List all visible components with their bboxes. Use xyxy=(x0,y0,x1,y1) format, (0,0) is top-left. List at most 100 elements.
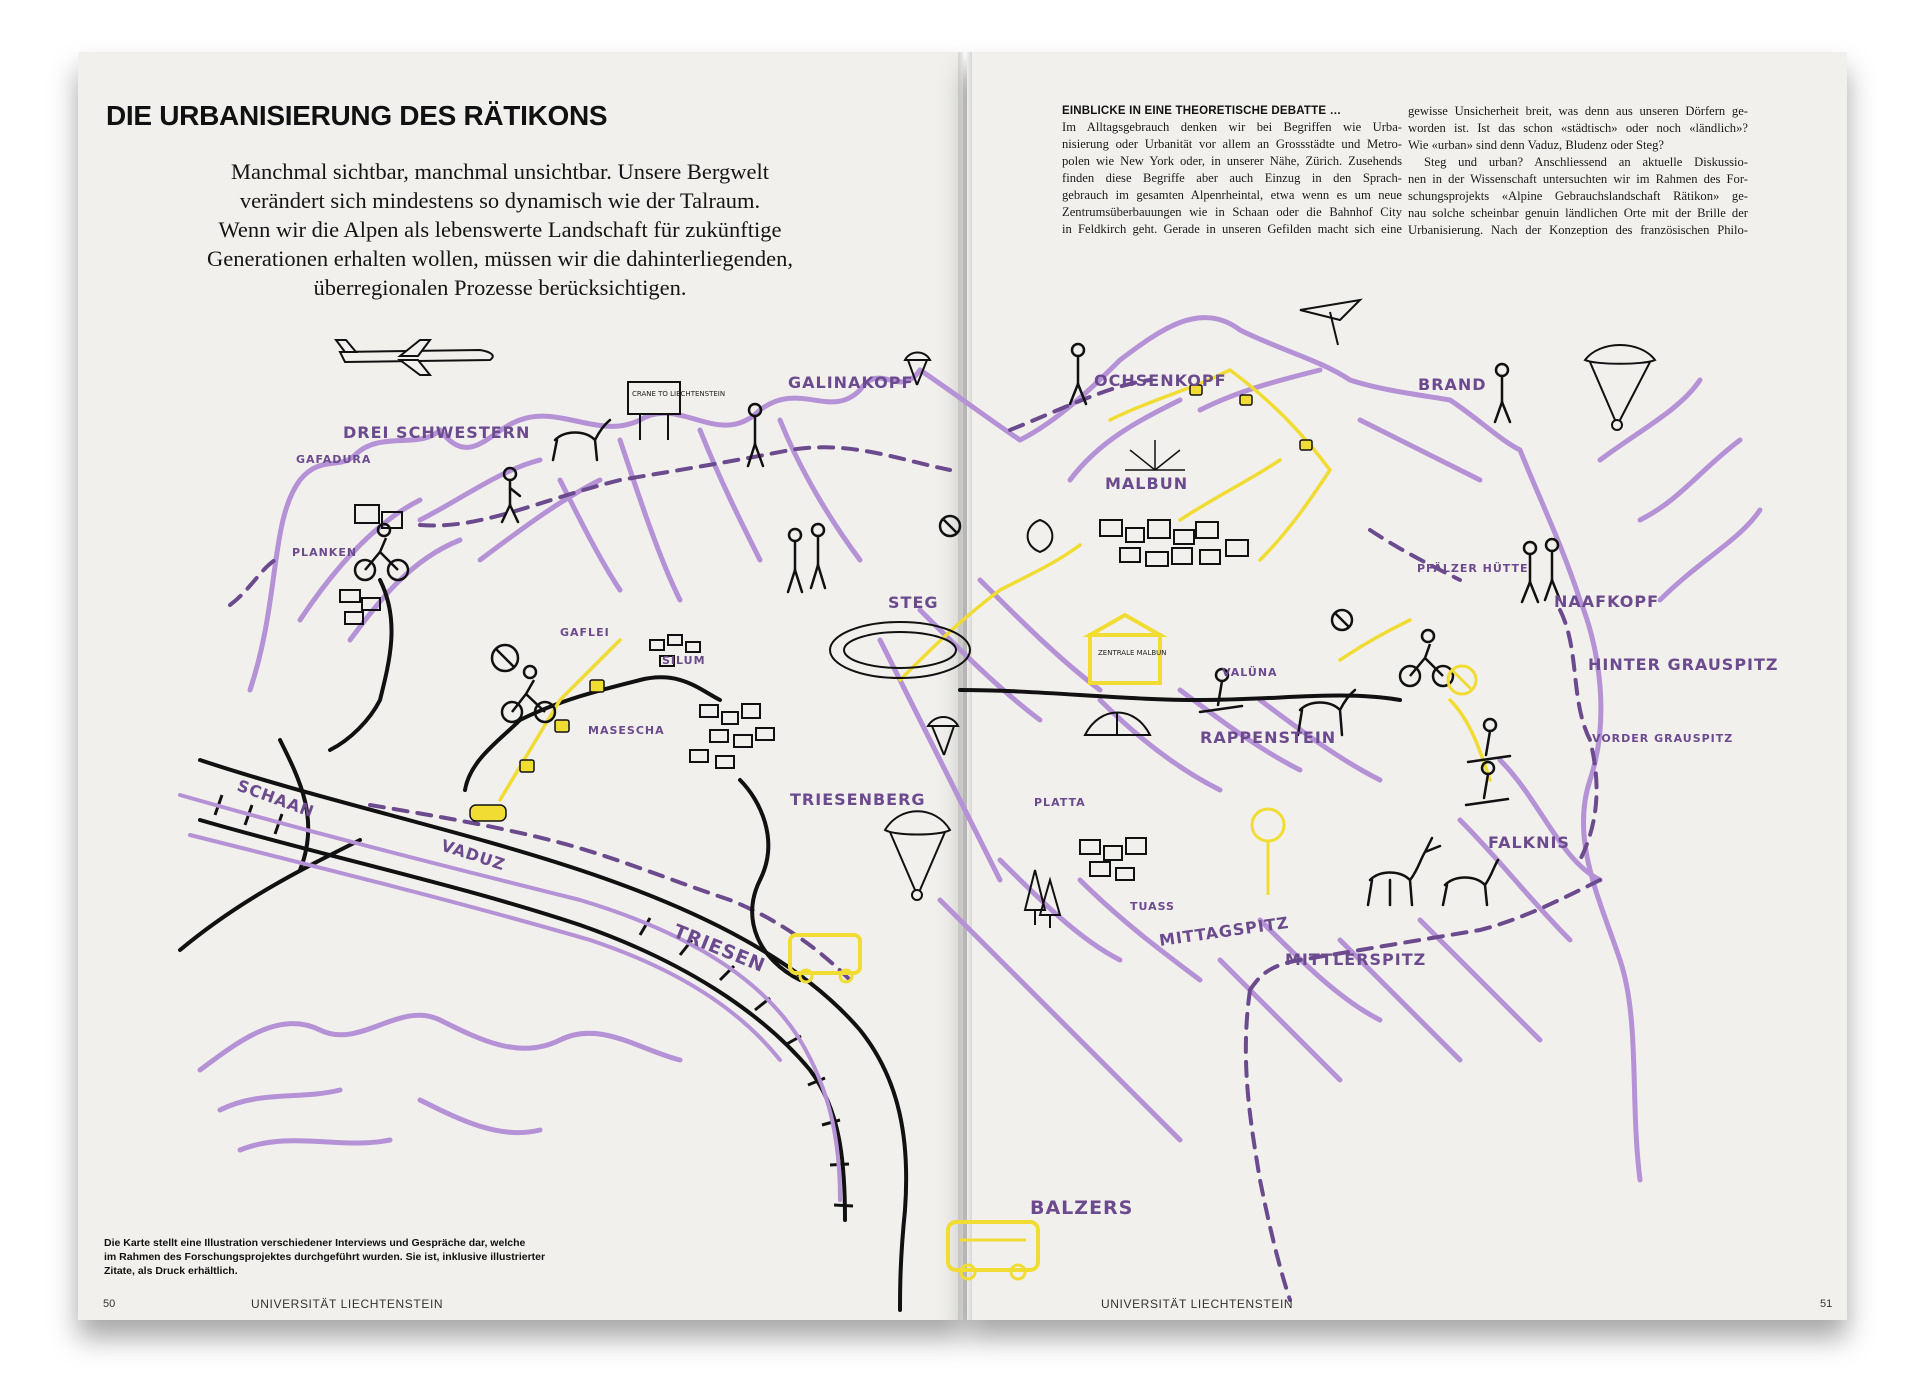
lead-line: Generationen erhalten wollen, müssen wir… xyxy=(206,246,794,271)
label-valuena: VALÜNA xyxy=(1222,665,1278,679)
label-drei-schwestern: DREI SCHWESTERN xyxy=(343,423,530,442)
hiker-icon xyxy=(1068,342,1088,406)
running-head-right: UNIVERSITÄT LIECHTENSTEIN xyxy=(1101,1297,1294,1311)
caption-line: Die Karte stellt eine Illustration versc… xyxy=(104,1237,526,1249)
skier-icon xyxy=(1198,667,1244,714)
hiker-icon xyxy=(746,402,765,468)
label-brand: BRAND xyxy=(1418,375,1487,394)
spread-title: DIE URBANISIERUNG DES RÄTIKONS xyxy=(106,100,608,131)
label-platta: PLATTA xyxy=(1034,796,1086,809)
village-malbun xyxy=(1099,519,1249,567)
paraglider-icons xyxy=(883,344,1657,901)
place-labels: DREI SCHWESTERN GAFADURA GALINAKOPF OCHS… xyxy=(235,371,1778,1219)
label-steg: STEG xyxy=(888,593,939,612)
lead-line: verändert sich mindestens so dynamisch w… xyxy=(239,188,761,213)
yellow-sign-rappenstein xyxy=(1250,807,1286,895)
article-line: Im Alltagsgebrauch denken wir bei Begrif… xyxy=(1062,120,1402,134)
label-masescha: MASESCHA xyxy=(588,724,665,737)
bicycle-icon xyxy=(1398,628,1455,688)
label-gaflei: GAFLEI xyxy=(560,626,610,639)
article-line: nau solche scheinbar genuin ländlichen O… xyxy=(1408,206,1748,220)
label-rappenstein: RAPPENSTEIN xyxy=(1200,728,1336,747)
mountain-outlines xyxy=(197,315,1763,1183)
zentrale-building: ZENTRALE MALBUN xyxy=(1082,612,1168,685)
bicycle-icon xyxy=(500,664,557,724)
no-entry-sign-icon xyxy=(938,514,962,538)
article-column-2: gewisse Unsicherheit breit, was denn aus… xyxy=(1408,103,1748,239)
label-pfaelzer-huette: PFÄLZER HÜTTE xyxy=(1417,561,1529,575)
label-silum: SILUM xyxy=(662,654,706,667)
article-kicker: EINBLICKE IN EINE THEORETISCHE DEBATTE … xyxy=(1062,105,1342,117)
caption-line: Zitate, als Druck erhältlich. xyxy=(104,1265,238,1277)
article-line: nen in der Wissenschaft untersuchten wir… xyxy=(1408,172,1748,186)
label-planken: PLANKEN xyxy=(292,546,357,559)
signpost-graphic: CRANE TO LIECHTENSTEIN xyxy=(627,381,725,440)
article-line: Wie «urban» sind denn Vaduz, Bludenz ode… xyxy=(1408,138,1664,152)
prohibition-signs xyxy=(490,514,1354,673)
article-line: in Feldkirch geht. Gerade in unseren Gef… xyxy=(1062,222,1402,236)
page-number-right: 51 xyxy=(1820,1298,1833,1310)
zentrale-label: ZENTRALE MALBUN xyxy=(1098,649,1167,657)
article-line: Urbanisierung. Nach der Konzeption des f… xyxy=(1408,223,1748,237)
paraglider-icon xyxy=(1583,344,1657,431)
no-bike-sign-icon xyxy=(490,643,520,673)
yellow-sign-hinter-grauspitz xyxy=(1446,664,1478,696)
hang-glider-icon xyxy=(1299,298,1363,346)
village-silum xyxy=(649,634,701,667)
goat-icon xyxy=(1296,688,1357,737)
article-line: Steg und urban? Anschliessend an aktuell… xyxy=(1424,155,1748,169)
paraglider-icon xyxy=(903,351,932,386)
rhine-river xyxy=(178,793,842,1202)
label-falknis: FALKNIS xyxy=(1488,833,1570,852)
article-line: worden ist. Ist das schon «städtisch» od… xyxy=(1408,121,1748,135)
spread-gutter xyxy=(958,52,972,1320)
tree-icons xyxy=(1023,518,1062,928)
deer-icon xyxy=(1366,836,1442,907)
village-platta xyxy=(1079,837,1147,881)
airplane-icon xyxy=(334,339,494,376)
article-line: Zentrumsüberbauungen wie in Schaan oder … xyxy=(1062,205,1402,219)
village-planken xyxy=(339,504,403,625)
yellow-bus-balzers xyxy=(946,1220,1040,1281)
village-clusters xyxy=(339,504,1249,881)
label-naafkopf: NAAFKOPF xyxy=(1554,592,1659,611)
lead-line: Manchmal sichtbar, manchmal unsichtbar. … xyxy=(231,159,769,184)
running-head-left: UNIVERSITÄT LIECHTENSTEIN xyxy=(251,1297,444,1311)
label-mittagspitz: MITTAGSPITZ xyxy=(1158,913,1290,950)
article-column-1: EINBLICKE IN EINE THEORETISCHE DEBATTE …… xyxy=(1062,103,1402,238)
cyclist-figures xyxy=(353,522,1455,724)
gondola-cabins xyxy=(469,384,1313,822)
malbun-fireworks xyxy=(1125,440,1185,471)
skier-icon xyxy=(1464,717,1512,807)
lead-paragraph: Manchmal sichtbar, manchmal unsichtbar. … xyxy=(180,157,820,302)
label-ochsenkopf: OCHSENKOPF xyxy=(1094,371,1227,390)
border-dashed-lines xyxy=(228,378,1602,1302)
paraglider-icon xyxy=(926,716,960,756)
label-mittlerspitz: MITTLERSPITZ xyxy=(1285,950,1426,969)
label-tuass: TUASS xyxy=(1130,900,1175,913)
deer-icon xyxy=(1441,858,1500,907)
article-line: nisierung oder Urbanität vor allem an Gr… xyxy=(1062,137,1402,151)
hiker-icon xyxy=(500,466,522,524)
lead-line: Wenn wir die Alpen als lebenswerte Lands… xyxy=(218,217,782,242)
climber-icon xyxy=(1520,537,1562,604)
tent-icon xyxy=(1083,711,1152,736)
village-steg xyxy=(829,621,971,679)
village-triesenberg xyxy=(689,703,775,769)
yellow-bus-triesen xyxy=(788,933,862,984)
article-line: finden diese Begriffe aber auch Einzug i… xyxy=(1062,171,1402,185)
label-balzers: BALZERS xyxy=(1030,1197,1133,1219)
map-caption: Die Karte stellt eine Illustration versc… xyxy=(104,1236,546,1278)
label-vorder-grauspitz: VORDER GRAUSPITZ xyxy=(1592,732,1733,745)
label-gafadura: GAFADURA xyxy=(296,453,371,466)
lead-line: überregionalen Prozesse berücksichtigen. xyxy=(313,275,687,300)
people-figures xyxy=(500,342,1562,807)
hiker-icon xyxy=(786,522,827,594)
label-malbun: MALBUN xyxy=(1105,474,1188,493)
article-line: gebrauch im gesamten Alpenrheintal, etwa… xyxy=(1062,188,1402,202)
label-galinakopf: GALINAKOPF xyxy=(788,373,913,392)
caption-line: im Rahmen des Forschungsprojektes durchg… xyxy=(104,1251,546,1263)
article-line: schungsprojekts «Alpine Gebrauchslandsch… xyxy=(1408,189,1748,203)
article-line: gewisse Unsicherheit breit, was denn aus… xyxy=(1408,104,1748,118)
label-triesenberg: TRIESENBERG xyxy=(790,790,926,809)
